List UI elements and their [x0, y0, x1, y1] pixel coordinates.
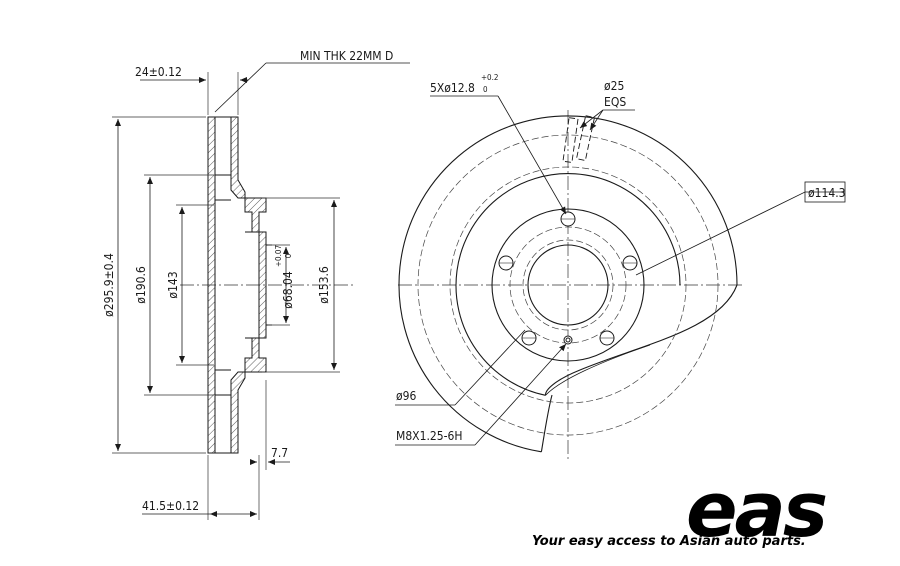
side-view: MIN THK 22MM D 24±0.12 ø295.9±0.4 ø190.6… [102, 49, 410, 520]
center-bore-tol-lower: 0 [284, 253, 293, 258]
vent-slot [575, 115, 595, 162]
hat-diameter-label: ø153.6 [317, 266, 331, 304]
center-bore-circle [527, 244, 609, 326]
pcd-frame [804, 181, 846, 203]
bolt-holes-tol-upper: +0.2 [481, 73, 498, 82]
center-bore-label: ø68.04 [281, 271, 295, 309]
hat-outer-circle [491, 208, 645, 362]
eas-logo: eas [686, 465, 826, 554]
brand: eas Your easy access to Asian auto parts… [532, 465, 829, 554]
threaded-hole-core [565, 337, 571, 343]
front-view: 5Xø12.8 +0.2 0 ø25 EQS ø114.3 ø96 M8X1.2… [395, 73, 846, 460]
diameter-190-label: ø190.6 [134, 266, 148, 304]
disc-section [207, 116, 267, 454]
bolt-holes-tol-lower: 0 [483, 85, 488, 94]
hub-diameter-label: ø96 [396, 389, 416, 403]
tagline: Your easy access to Asian auto parts. [532, 534, 806, 549]
hub-hidden-circle [522, 239, 614, 331]
outer-diameter-label: ø295.9±0.4 [102, 253, 116, 317]
vent-pitch-circle [417, 134, 719, 436]
center-bore-tol-upper: +0.07 [274, 245, 283, 267]
cutaway-edge [540, 284, 738, 452]
vent-diameter-label: ø25 [604, 79, 624, 93]
pcd-label: ø114.3 [808, 186, 846, 200]
vent-eqs-label: EQS [604, 95, 626, 109]
total-height-label: 41.5±0.12 [142, 499, 199, 513]
thickness-label: 24±0.12 [135, 65, 182, 79]
outer-rim [398, 115, 738, 453]
thread-label: M8X1.25-6H [396, 429, 463, 443]
diameter-143-label: ø143 [166, 271, 180, 298]
hat-thickness-label: 7.7 [271, 446, 288, 460]
vent-slot [562, 117, 579, 163]
cutaway-edge-inner [545, 344, 651, 396]
friction-hidden-circle [449, 166, 687, 404]
bolt-holes-label: 5Xø12.8 [430, 81, 475, 95]
friction-inner-edge [455, 173, 681, 396]
min-thickness-label: MIN THK 22MM D [300, 49, 393, 63]
